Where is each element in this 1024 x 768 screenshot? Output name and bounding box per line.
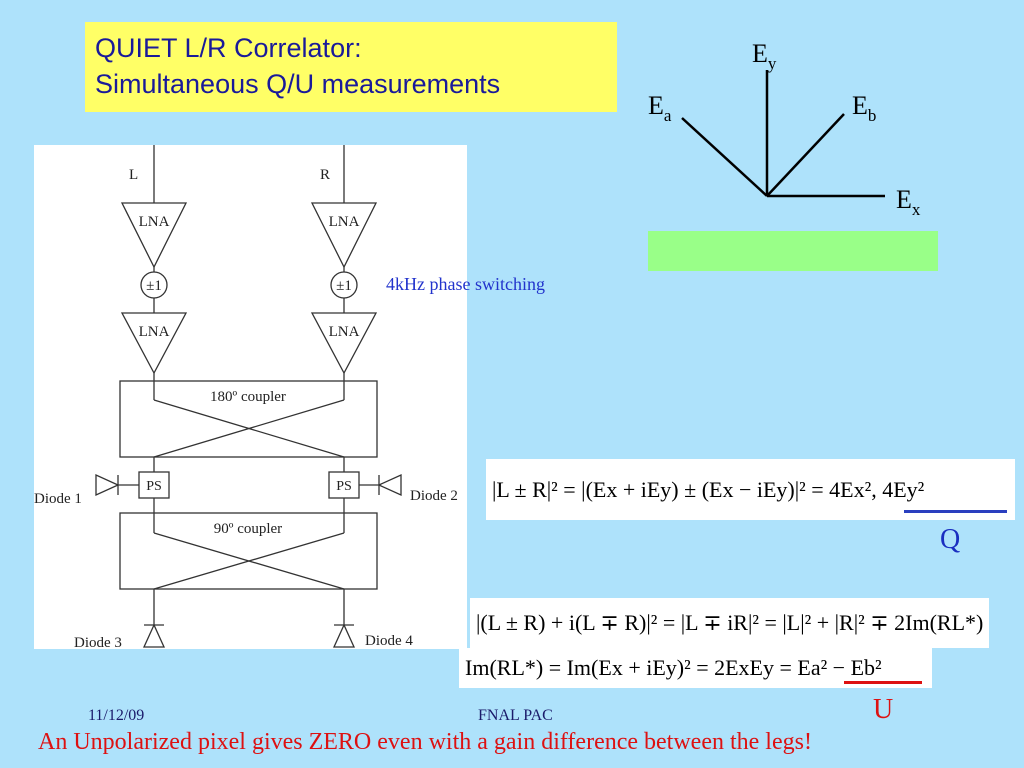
q-underline	[904, 510, 1007, 513]
crossing-line	[153, 532, 345, 590]
axis-eb	[766, 113, 845, 197]
title-box: QUIET L/R Correlator: Simultaneous Q/U m…	[85, 22, 617, 112]
footer-center: FNAL PAC	[478, 707, 553, 724]
coupler-90-label: 90º coupler	[214, 521, 282, 537]
label-eb: Eb	[852, 91, 876, 125]
title-line-1: QUIET L/R Correlator:	[95, 33, 362, 63]
coupler-180-label: 180º coupler	[210, 389, 286, 405]
diode-1-label: Diode 1	[34, 491, 82, 507]
input-label-l: L	[129, 167, 138, 183]
bottom-note: An Unpolarized pixel gives ZERO even wit…	[38, 729, 812, 755]
diode-4-label: Diode 4	[365, 633, 413, 649]
u-underline	[844, 681, 922, 684]
label-ea: Ea	[648, 91, 672, 125]
lna-label: LNA	[139, 324, 170, 340]
lna-label: LNA	[329, 214, 360, 230]
lna-triangle	[120, 202, 188, 269]
input-label-r: R	[320, 167, 330, 183]
crossing-line	[153, 399, 345, 458]
lna-label: LNA	[329, 324, 360, 340]
field-axes-diagram: Ey Ea Eb Ex	[640, 30, 950, 230]
diode-4-symbol	[332, 623, 356, 648]
axis-ea	[681, 117, 768, 197]
ps-box	[328, 471, 360, 499]
u-label: U	[873, 694, 894, 725]
circuit-diagram: L R LNA LNA ±1 ±1 LNA LNA 180º coupler P…	[34, 145, 467, 651]
diode-1-symbol	[95, 473, 120, 497]
equation-q: |L ± R|² = |(Ex + iEy) ± (Ex − iEy)|² = …	[486, 459, 1015, 520]
title-line-2: Simultaneous Q/U measurements	[95, 69, 501, 99]
diode-3-symbol	[142, 623, 166, 648]
lna-triangle	[310, 312, 378, 375]
coupler-180-box	[119, 380, 378, 458]
diode-2-label: Diode 2	[410, 488, 458, 504]
green-highlight-box	[648, 231, 938, 271]
phase-switch-label: ±1	[146, 278, 162, 294]
diode-3-label: Diode 3	[74, 635, 122, 649]
lna-triangle	[120, 312, 188, 375]
coupler-90-box	[119, 512, 378, 590]
lna-triangle	[310, 202, 378, 269]
equation-cross: |(L ± R) + i(L ∓ R)|² = |L ∓ iR|² = |L|²…	[470, 598, 989, 648]
footer-date: 11/12/09	[88, 707, 145, 724]
label-ey: Ey	[752, 39, 777, 73]
diode-2-symbol	[377, 473, 402, 497]
ps-label: PS	[146, 479, 162, 494]
circuit-svg: L R LNA LNA ±1 ±1 LNA LNA 180º coupler P…	[34, 145, 458, 651]
axes-svg: Ey Ea Eb Ex	[648, 39, 921, 219]
phase-switch-label: ±1	[336, 278, 352, 294]
ps-label: PS	[336, 479, 352, 494]
label-ex: Ex	[896, 185, 921, 219]
q-label: Q	[940, 524, 961, 555]
phase-switching-note: 4kHz phase switching	[386, 274, 545, 294]
lna-label: LNA	[139, 214, 170, 230]
